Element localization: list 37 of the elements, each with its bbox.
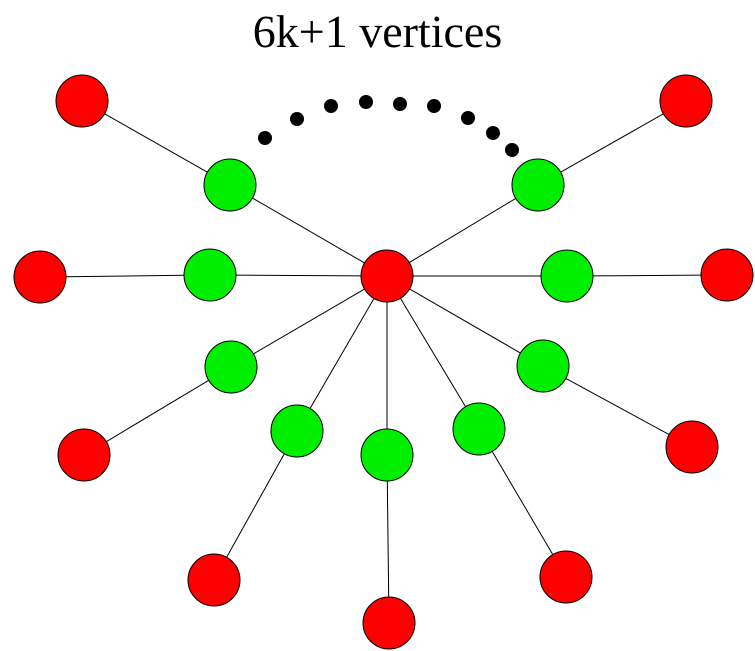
edge-line	[409, 288, 521, 354]
vertex-circle	[58, 428, 110, 482]
edge-line	[565, 378, 670, 436]
edge-line	[310, 298, 374, 410]
edge-line	[400, 298, 466, 408]
vertex-circle	[660, 74, 712, 128]
edge-line	[386, 480, 390, 598]
vertex-circle	[204, 158, 256, 212]
vertex-circle	[188, 554, 240, 606]
edge-line	[226, 453, 285, 558]
edge-line	[66, 274, 184, 278]
vertex-circle	[666, 420, 718, 474]
edge-line	[408, 198, 516, 264]
edge-line	[106, 380, 210, 442]
edge-line	[386, 302, 388, 430]
edge-line	[252, 288, 366, 354]
edge-line	[236, 274, 362, 276]
vertex-circle	[540, 550, 592, 604]
vertex-circle	[270, 404, 324, 458]
edge-line	[592, 274, 702, 276]
vertex-circle	[360, 250, 414, 302]
edge-line	[560, 113, 664, 173]
edge-line	[252, 198, 365, 264]
edge-line	[104, 113, 208, 173]
vertex-circle	[362, 596, 416, 650]
vertex-circle	[14, 250, 66, 304]
vertex-circle	[700, 248, 754, 302]
vertex-circle	[56, 74, 108, 128]
vertex-circle	[540, 250, 594, 302]
edge-line	[492, 450, 554, 556]
vertex-circle	[516, 340, 570, 392]
vertex-circle	[360, 428, 414, 482]
title: 6k+1 vertices	[252, 5, 502, 59]
vertex-circle	[512, 158, 564, 212]
vertex-circle	[184, 248, 236, 302]
vertex-circle	[204, 340, 258, 394]
vertex-circle	[452, 402, 506, 456]
